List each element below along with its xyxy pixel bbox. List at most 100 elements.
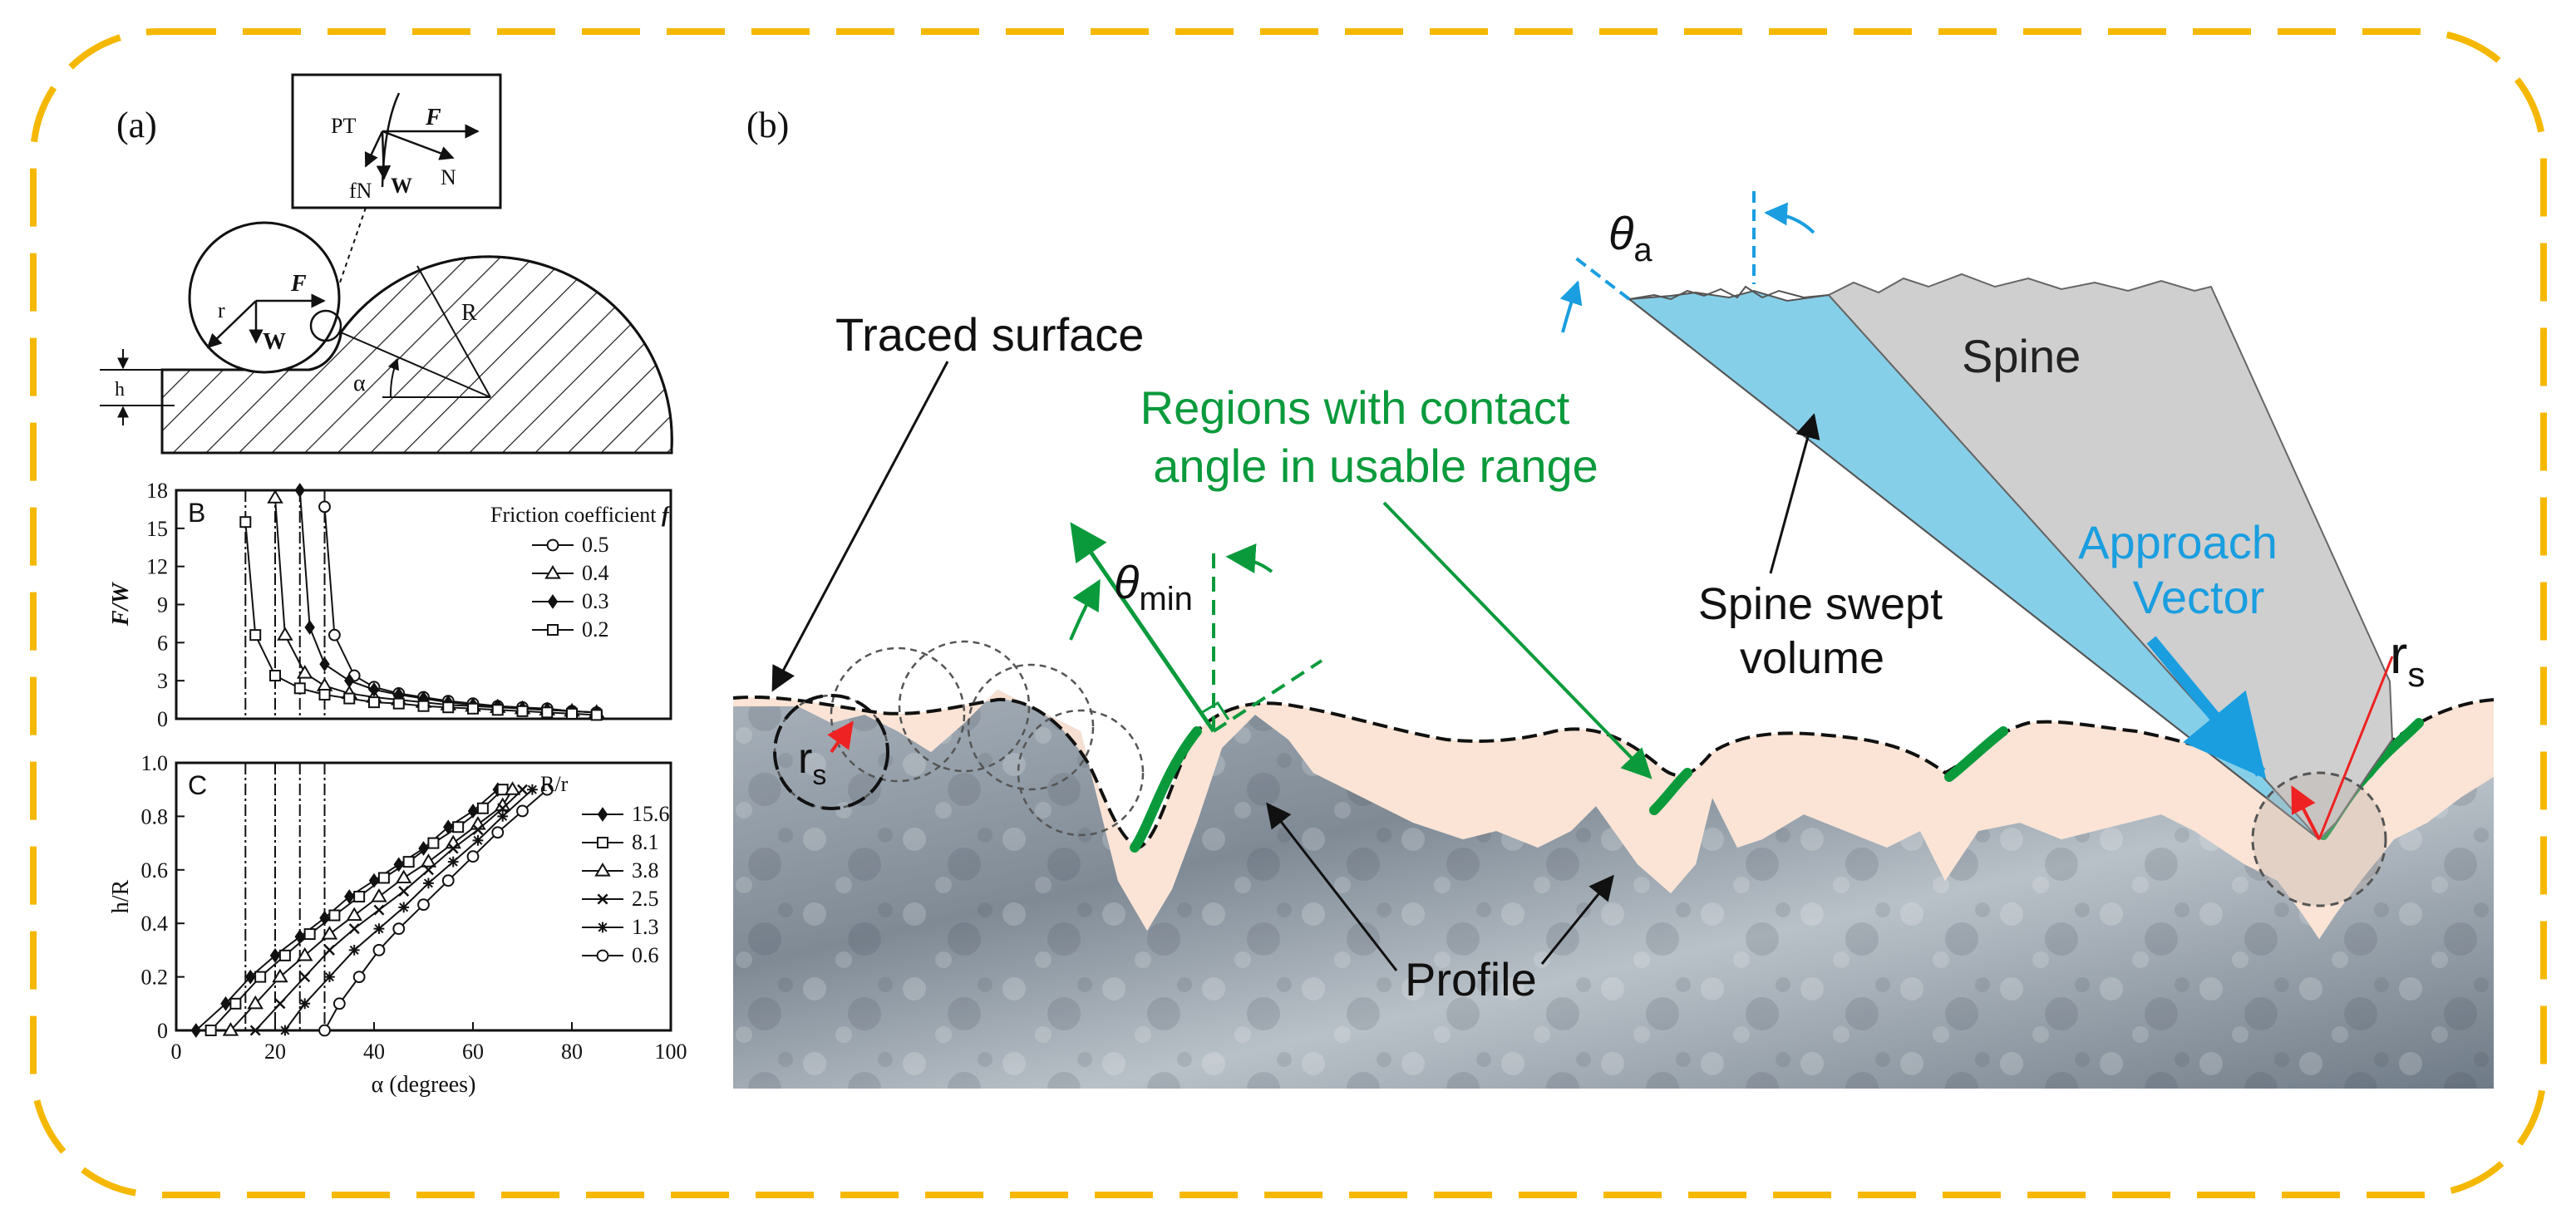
approach-vector-arrow: [2146, 636, 2267, 779]
data-point: [294, 483, 305, 498]
rs-left: rs: [798, 735, 826, 791]
data-point: [418, 841, 429, 856]
y-axis-label: h/R: [108, 879, 134, 913]
data-point: [368, 696, 380, 709]
data-point: [272, 968, 288, 983]
data-point: [516, 804, 529, 818]
spine-label: Spine: [1962, 330, 2081, 382]
probe-circle-left: [773, 694, 889, 810]
legend-title: Friction coefficient f: [490, 503, 671, 527]
data-point: [229, 997, 242, 1010]
data-point: [497, 803, 509, 814]
y-tick-label: 0.6: [141, 858, 169, 882]
legend-marker: [594, 863, 611, 877]
data-point: [332, 997, 346, 1010]
data-point: [398, 886, 410, 897]
x-tick-label: 80: [561, 1040, 583, 1064]
swept-label-1: Spine swept: [1698, 579, 1943, 629]
legend-label: 0.3: [582, 589, 609, 613]
data-point: [344, 673, 355, 689]
data-point: [516, 705, 529, 717]
data-point: [420, 853, 437, 868]
legend-marker: [544, 565, 561, 579]
data-point: [447, 856, 459, 868]
legend-marker: [596, 949, 609, 962]
frame-border: [30, 28, 2547, 1198]
data-point: [267, 489, 283, 504]
x-tick-label: 60: [462, 1040, 484, 1064]
data-point: [220, 995, 231, 1011]
data-point: [590, 709, 603, 721]
data-point: [496, 784, 509, 796]
inset-w-label: W: [391, 174, 412, 198]
data-point: [293, 682, 306, 695]
y-axis-label: F/W: [108, 582, 134, 627]
data-point: [442, 701, 455, 714]
y-tick-label: 0.2: [141, 966, 169, 990]
data-point: [343, 692, 356, 705]
legend-title: R/r: [540, 772, 569, 796]
legend-marker: [597, 837, 608, 848]
data-point: [279, 1025, 291, 1036]
legend-marker: [597, 893, 608, 905]
data-point: [541, 706, 554, 719]
x-axis-label: α (degrees): [372, 1072, 476, 1098]
data-point: [392, 922, 406, 936]
data-point: [296, 665, 313, 679]
data-point: [395, 869, 412, 884]
data-point: [476, 802, 489, 814]
data-point: [422, 864, 434, 876]
data-point: [402, 856, 415, 868]
legend-marker: [546, 538, 559, 552]
y-tick-label: 3: [157, 669, 168, 693]
series-line-0.2: [244, 522, 597, 716]
panel-letter: C: [188, 770, 207, 800]
data-point: [466, 850, 480, 863]
y-tick-label: 0.4: [141, 912, 169, 936]
panel-b: (b) rs: [732, 105, 2495, 1089]
data-point: [441, 874, 455, 887]
legend-label: 1.3: [632, 915, 659, 939]
data-point: [467, 702, 479, 715]
x-tick-label: 20: [264, 1040, 286, 1064]
data-point: [373, 923, 385, 935]
legend-label: 3.8: [632, 858, 659, 882]
approach-label-1: Approach: [2078, 516, 2278, 568]
inset-n-label: N: [441, 165, 456, 189]
y-tick-label: 12: [146, 555, 168, 579]
traced-surface-label: Traced surface: [835, 308, 1144, 361]
regions-label-1: Regions with contact: [1140, 381, 1570, 434]
x-tick-label: 0: [171, 1040, 182, 1064]
panel-b-label: (b): [746, 105, 789, 145]
data-point: [352, 971, 366, 983]
legend-label: 8.1: [632, 830, 659, 854]
data-point: [348, 923, 360, 935]
theta-min-label: θmin: [1114, 556, 1193, 617]
data-point: [239, 516, 252, 528]
data-point: [249, 629, 262, 642]
data-point: [318, 500, 331, 514]
panel-letter: B: [188, 498, 205, 528]
data-point: [423, 878, 434, 889]
data-point: [278, 949, 291, 961]
data-point: [427, 837, 440, 849]
data-point: [377, 872, 390, 884]
legend-label: 15.6: [632, 802, 670, 826]
data-point: [303, 928, 316, 941]
panel-a: (a) PT F N fN W r F W: [100, 73, 687, 1098]
data-point: [447, 843, 459, 854]
data-point: [304, 620, 315, 635]
data-point: [245, 969, 256, 985]
legend-label: 0.2: [582, 617, 609, 642]
data-point: [372, 944, 386, 956]
label-r: r: [218, 298, 225, 322]
data-point: [417, 898, 430, 912]
data-point: [517, 784, 528, 795]
regions-label-2: angle in usable range: [1153, 440, 1598, 492]
rs-tip: rs: [2390, 625, 2425, 694]
data-point: [222, 1022, 239, 1036]
profile-label: Profile: [1405, 953, 1537, 1005]
